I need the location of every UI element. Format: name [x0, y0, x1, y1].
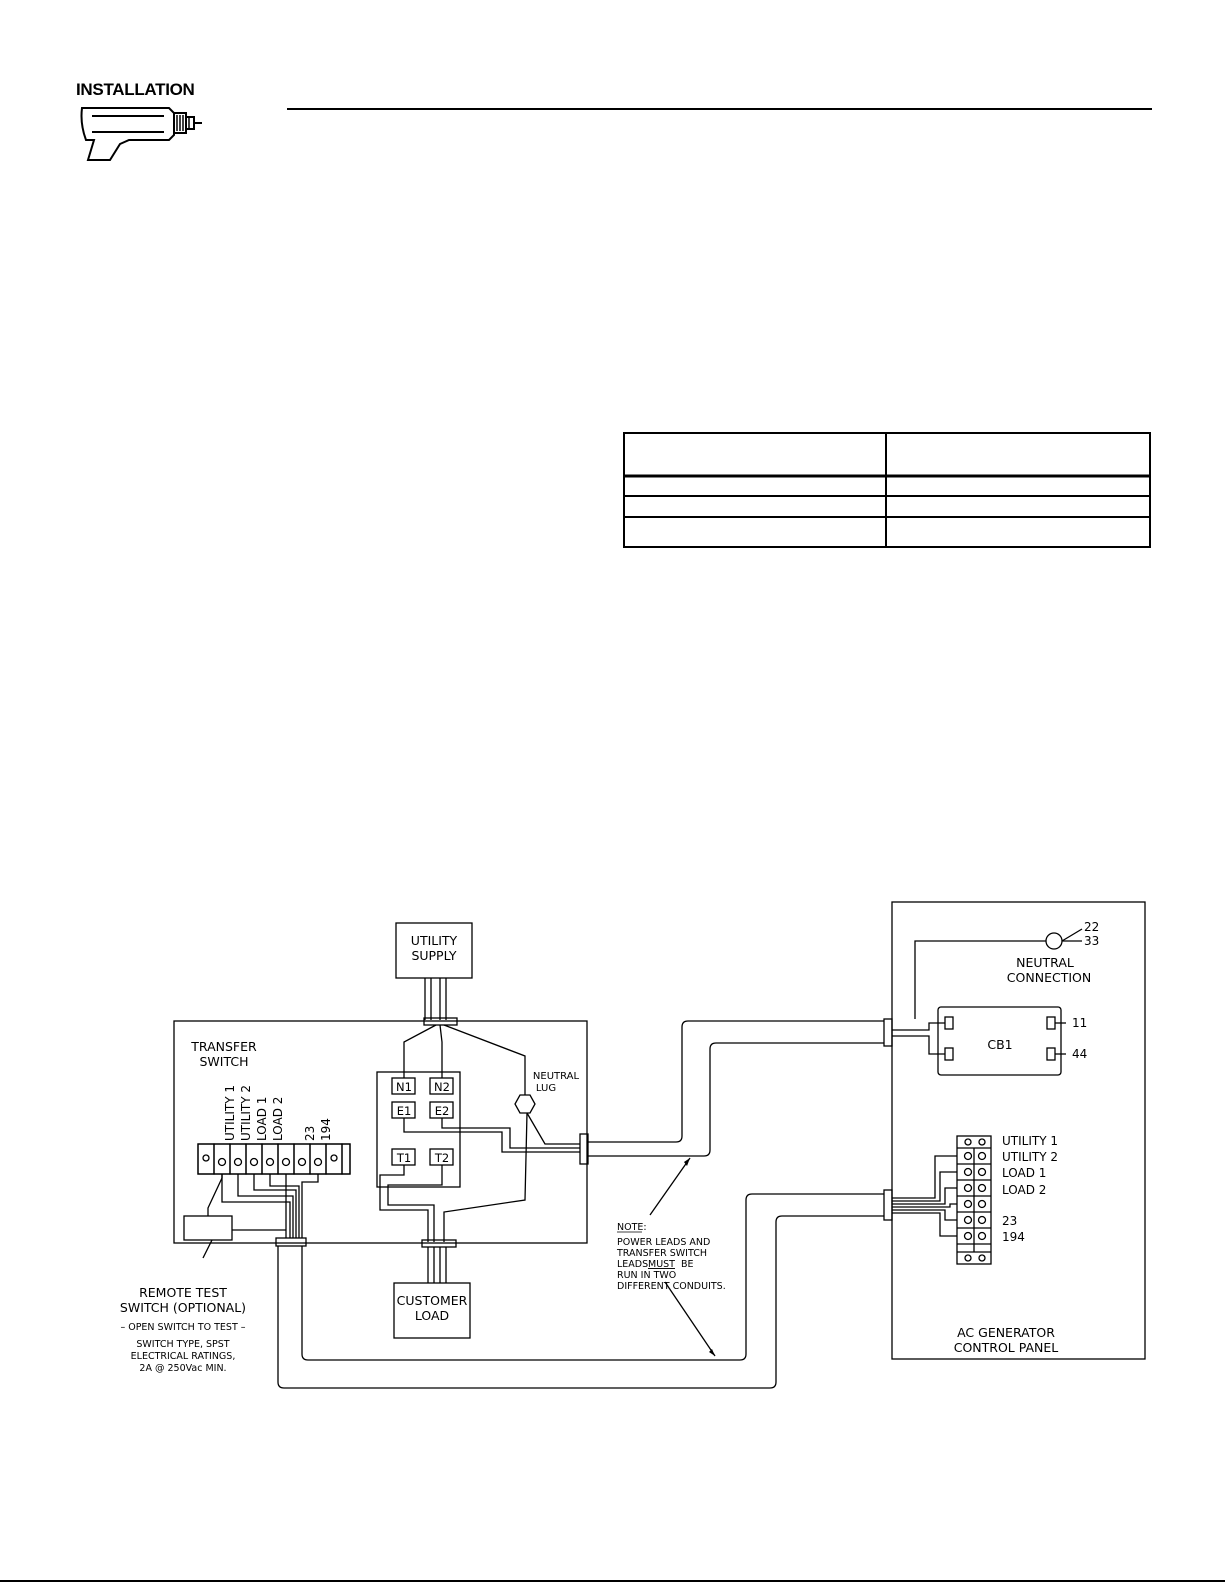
contact-t2-label: T2: [434, 1151, 449, 1165]
customer-load-label-2: LOAD: [415, 1308, 449, 1323]
terminal-label-194: 194: [319, 1118, 333, 1141]
note-line-5: DIFFERENT CONDUITS.: [617, 1281, 726, 1292]
note-line-1: POWER LEADS AND: [617, 1237, 710, 1248]
terminal-label-utility-1: UTILITY 1: [223, 1085, 237, 1141]
note-title: NOTE:: [617, 1222, 647, 1233]
customer-load-box: [393, 1282, 471, 1339]
remote-test-switch: [183, 1215, 233, 1241]
transfer-switch-box: [173, 1020, 588, 1244]
panel-terminal-194: 194: [1002, 1230, 1025, 1244]
utility-supply-label-1: UTILITY: [411, 933, 458, 948]
panel-terminal-utility-2: UTILITY 2: [1002, 1150, 1058, 1164]
terminal-label-utility-2: UTILITY 2: [239, 1085, 253, 1141]
footer-rule: [0, 1580, 1225, 1582]
panel-title-1: AC GENERATOR: [957, 1325, 1055, 1340]
drill-icon: [80, 107, 202, 161]
terminal-label-load-1: LOAD 1: [255, 1097, 269, 1141]
note-line-4: RUN IN TWO: [617, 1270, 676, 1281]
terminal-label-23: 23: [303, 1126, 317, 1141]
terminal-label-load-2: LOAD 2: [271, 1097, 285, 1141]
remote-test-spec-2: ELECTRICAL RATINGS,: [131, 1351, 236, 1362]
remote-test-spec-1: SWITCH TYPE, SPST: [136, 1339, 229, 1350]
panel-terminal-load-1: LOAD 1: [1002, 1166, 1046, 1180]
neutral-terminal-33: 33: [1084, 934, 1099, 948]
neutral-lug-label-1: NEUTRAL: [533, 1071, 580, 1082]
panel-terminal-23: 23: [1002, 1214, 1017, 1228]
neutral-terminal-22: 22: [1084, 920, 1099, 934]
panel-title-2: CONTROL PANEL: [954, 1340, 1059, 1355]
breaker-label: CB1: [987, 1037, 1012, 1052]
wiring-diagram: UTILITY SUPPLY CUSTOMER LOAD TRANSFER SW…: [120, 901, 1146, 1389]
contact-n1-label: N1: [396, 1080, 412, 1094]
header-rule: [287, 108, 1152, 110]
note-line-3b: MUST: [648, 1259, 675, 1270]
section-label: INSTALLATION: [76, 80, 195, 99]
neutral-lug: [514, 1094, 536, 1114]
utility-supply-box: [395, 922, 473, 979]
breaker-cb1: [937, 1006, 1062, 1076]
contact-e2-label: E2: [435, 1104, 450, 1118]
generator-panel-box: [891, 901, 1146, 1360]
neutral-connection-label-2: CONNECTION: [1007, 970, 1091, 985]
note-line-3a: LEADS: [617, 1259, 648, 1270]
panel-terminal-strip: [956, 1135, 992, 1265]
remote-test-spec-3: 2A @ 250Vac MIN.: [139, 1363, 226, 1374]
utility-supply-label-2: SUPPLY: [411, 948, 456, 963]
panel-terminal-utility-1: UTILITY 1: [1002, 1134, 1058, 1148]
neutral-connection-label-1: NEUTRAL: [1016, 955, 1074, 970]
breaker-terminal-44: 44: [1072, 1047, 1087, 1061]
remote-test-label-1: REMOTE TEST: [139, 1285, 227, 1300]
neutral-connection-point: [1045, 932, 1063, 950]
contact-t1-label: T1: [396, 1151, 411, 1165]
contact-e1-label: E1: [397, 1104, 412, 1118]
spec-table: [623, 432, 1151, 548]
transfer-switch-label-1: TRANSFER: [190, 1039, 257, 1054]
breaker-terminal-11: 11: [1072, 1016, 1087, 1030]
note-line-3c: BE: [681, 1259, 694, 1270]
customer-load-label-1: CUSTOMER: [397, 1293, 468, 1308]
neutral-lug-label-2: LUG: [536, 1083, 556, 1094]
remote-test-label-2: SWITCH (OPTIONAL): [120, 1300, 246, 1315]
transfer-switch-label-2: SWITCH: [199, 1054, 248, 1069]
remote-test-note: – OPEN SWITCH TO TEST –: [120, 1322, 245, 1333]
note-line-2: TRANSFER SWITCH: [616, 1248, 707, 1259]
panel-terminal-load-2: LOAD 2: [1002, 1183, 1046, 1197]
contact-n2-label: N2: [434, 1080, 450, 1094]
